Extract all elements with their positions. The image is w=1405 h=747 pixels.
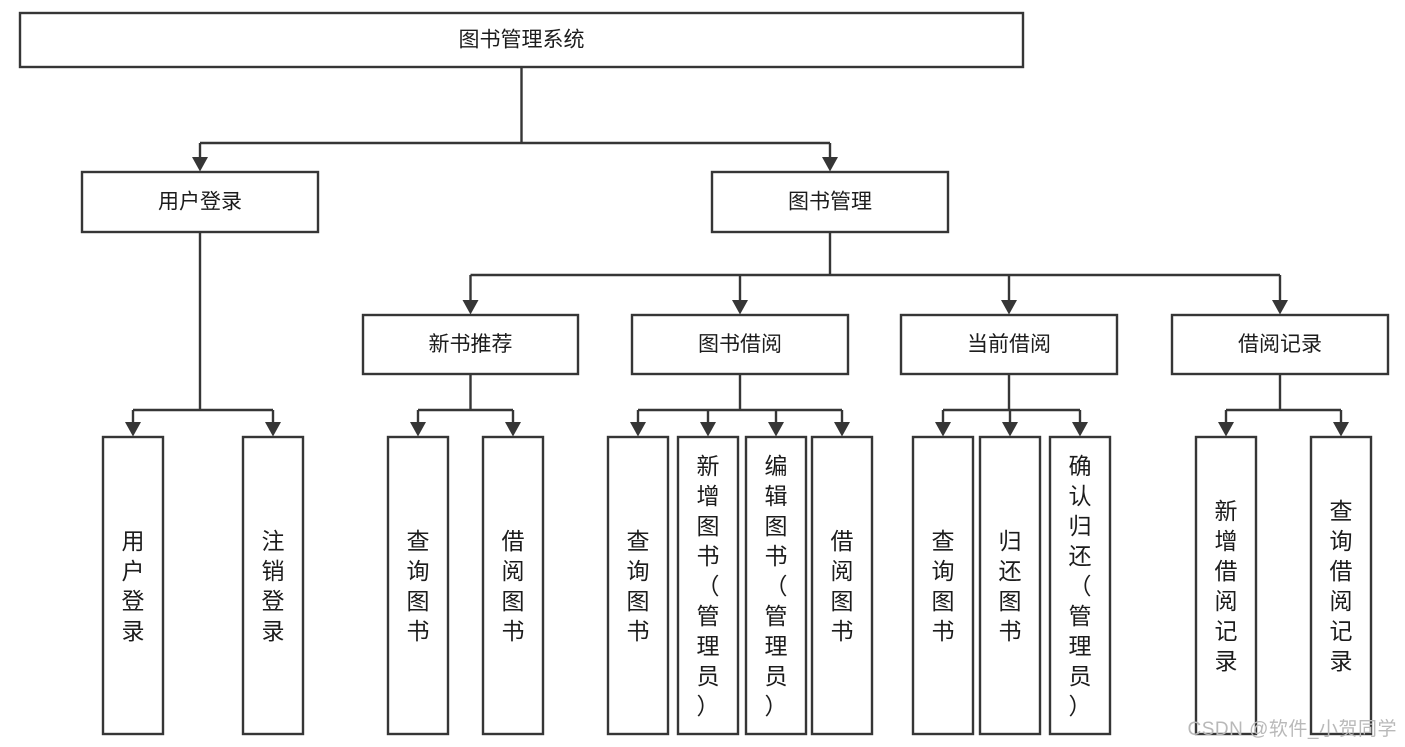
node-box-borrow-record[interactable] — [1170, 313, 1390, 376]
connector-group-new-book-recommend — [410, 374, 521, 437]
node-borrow-record[interactable]: 借阅记录 — [1170, 313, 1390, 376]
node-label-leaf-query-borrow-record: 查询借阅记录 — [1330, 498, 1353, 674]
node-box-leaf-user-login[interactable] — [101, 435, 165, 736]
node-label-leaf-add-borrow-record: 新增借阅记录 — [1215, 498, 1238, 674]
node-label-leaf-edit-book-admin: 编辑图书（管理员） — [765, 453, 788, 719]
node-label-book-borrow: 图书借阅 — [698, 333, 782, 356]
node-leaf-logout-login[interactable]: 注销登录 — [241, 435, 305, 736]
connector-group-user-login — [125, 232, 281, 437]
node-new-book-recommend[interactable]: 新书推荐 — [361, 313, 580, 376]
node-box-leaf-query-book-1[interactable] — [386, 435, 450, 736]
node-box-user-login[interactable] — [80, 170, 320, 234]
connector-group-book-manage — [462, 232, 1288, 315]
watermark-text: CSDN @软件_小贺同学 — [1187, 719, 1397, 740]
node-box-root[interactable] — [18, 11, 1025, 69]
connector-group-current-borrow — [935, 374, 1088, 437]
node-box-leaf-confirm-return-admin[interactable] — [1048, 435, 1112, 736]
node-leaf-query-book-1[interactable]: 查询图书 — [386, 435, 450, 736]
node-box-leaf-logout-login[interactable] — [241, 435, 305, 736]
nodes-layer: 图书管理系统用户登录图书管理新书推荐图书借阅当前借阅借阅记录用户登录注销登录查询… — [18, 11, 1390, 736]
node-leaf-return-book[interactable]: 归还图书 — [978, 435, 1042, 736]
node-label-book-manage: 图书管理 — [788, 191, 872, 214]
node-label-borrow-record: 借阅记录 — [1238, 333, 1322, 356]
node-label-root: 图书管理系统 — [459, 29, 585, 52]
node-box-leaf-query-borrow-record[interactable] — [1309, 435, 1373, 736]
connectors-layer — [125, 67, 1349, 437]
node-label-new-book-recommend: 新书推荐 — [429, 333, 513, 356]
node-label-current-borrow: 当前借阅 — [967, 333, 1051, 356]
connector-group-book-borrow — [630, 374, 850, 437]
node-book-borrow[interactable]: 图书借阅 — [630, 313, 850, 376]
node-label-leaf-query-book-2: 查询图书 — [627, 528, 650, 644]
node-leaf-borrow-book-1[interactable]: 借阅图书 — [481, 435, 545, 736]
node-box-new-book-recommend[interactable] — [361, 313, 580, 376]
node-leaf-add-book-admin[interactable]: 新增图书（管理员） — [676, 435, 740, 736]
node-leaf-add-borrow-record[interactable]: 新增借阅记录 — [1194, 435, 1258, 736]
connector-group-root — [192, 67, 838, 172]
node-label-leaf-query-book-3: 查询图书 — [932, 528, 955, 644]
node-box-leaf-add-borrow-record[interactable] — [1194, 435, 1258, 736]
node-box-leaf-borrow-book-2[interactable] — [810, 435, 874, 736]
node-leaf-user-login[interactable]: 用户登录 — [101, 435, 165, 736]
node-label-leaf-confirm-return-admin: 确认归还（管理员） — [1069, 453, 1092, 719]
node-box-leaf-query-book-3[interactable] — [911, 435, 975, 736]
connector-group-borrow-record — [1218, 374, 1349, 437]
node-current-borrow[interactable]: 当前借阅 — [899, 313, 1119, 376]
node-box-leaf-add-book-admin[interactable] — [676, 435, 740, 736]
node-box-book-borrow[interactable] — [630, 313, 850, 376]
node-label-leaf-user-login: 用户登录 — [122, 528, 145, 644]
node-box-leaf-query-book-2[interactable] — [606, 435, 670, 736]
node-label-leaf-return-book: 归还图书 — [999, 528, 1022, 644]
node-label-user-login: 用户登录 — [158, 191, 242, 214]
node-leaf-confirm-return-admin[interactable]: 确认归还（管理员） — [1048, 435, 1112, 736]
node-user-login[interactable]: 用户登录 — [80, 170, 320, 234]
node-label-leaf-borrow-book-1: 借阅图书 — [502, 528, 525, 644]
node-leaf-query-borrow-record[interactable]: 查询借阅记录 — [1309, 435, 1373, 736]
node-root[interactable]: 图书管理系统 — [18, 11, 1025, 69]
node-leaf-edit-book-admin[interactable]: 编辑图书（管理员） — [744, 435, 808, 736]
node-leaf-query-book-2[interactable]: 查询图书 — [606, 435, 670, 736]
node-label-leaf-borrow-book-2: 借阅图书 — [831, 528, 854, 644]
node-box-book-manage[interactable] — [710, 170, 950, 234]
node-leaf-query-book-3[interactable]: 查询图书 — [911, 435, 975, 736]
node-box-current-borrow[interactable] — [899, 313, 1119, 376]
node-label-leaf-logout-login: 注销登录 — [262, 528, 285, 644]
node-box-leaf-edit-book-admin[interactable] — [744, 435, 808, 736]
node-leaf-borrow-book-2[interactable]: 借阅图书 — [810, 435, 874, 736]
node-book-manage[interactable]: 图书管理 — [710, 170, 950, 234]
node-label-leaf-query-book-1: 查询图书 — [407, 528, 430, 644]
node-box-leaf-return-book[interactable] — [978, 435, 1042, 736]
node-box-leaf-borrow-book-1[interactable] — [481, 435, 545, 736]
node-label-leaf-add-book-admin: 新增图书（管理员） — [697, 453, 720, 719]
